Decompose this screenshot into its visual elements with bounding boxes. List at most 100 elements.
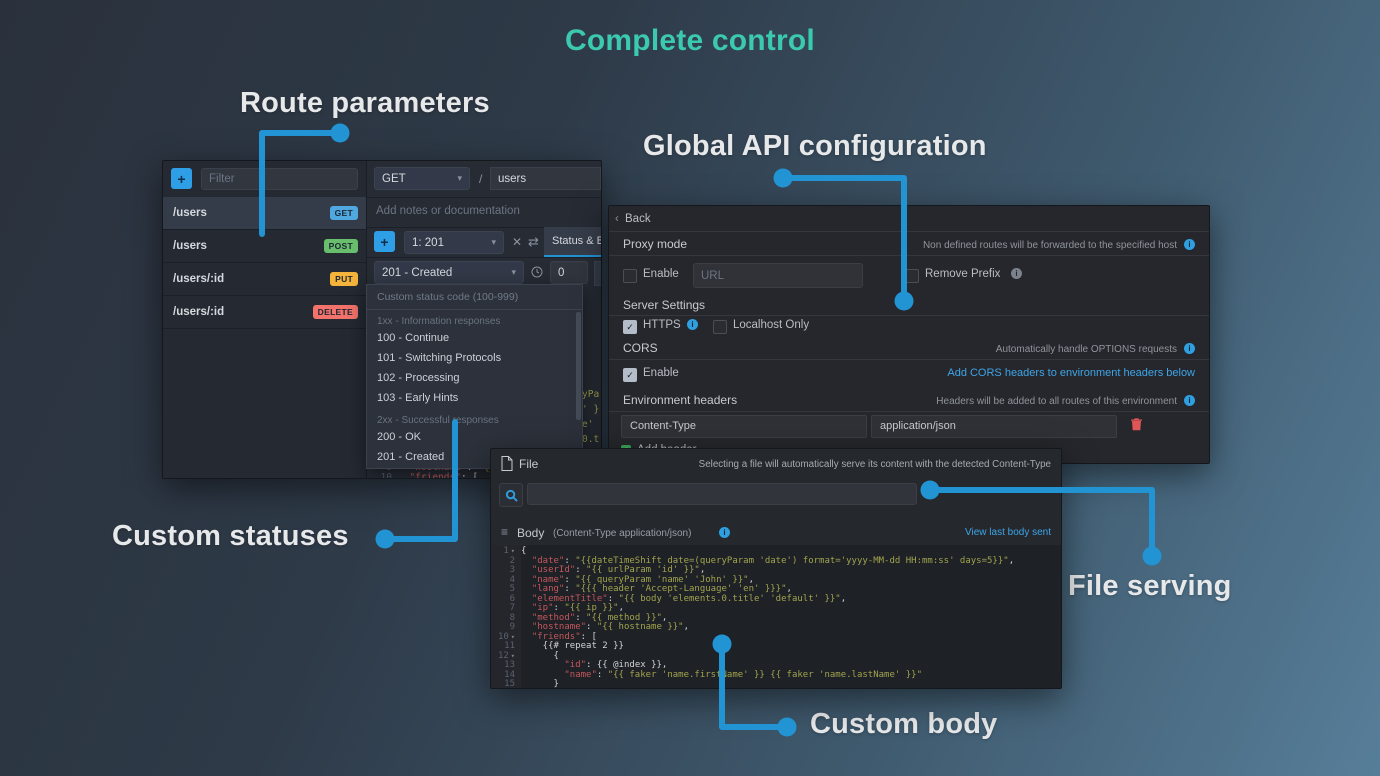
proxy-url-input[interactable] — [693, 263, 863, 288]
status-option[interactable]: 200 - OK — [377, 431, 422, 443]
connector-dot — [1142, 546, 1162, 566]
file-icon — [501, 456, 513, 474]
add-response-button[interactable]: + — [374, 231, 395, 252]
https-checkbox[interactable]: ✓ — [623, 320, 637, 334]
custom-status-option[interactable]: Custom status code (100-999) — [367, 285, 582, 310]
endpoint-toolbar: GET ▾ / — [366, 161, 601, 198]
notes-field[interactable]: Add notes or documentation — [366, 197, 601, 228]
remove-prefix-checkbox[interactable] — [905, 269, 919, 283]
route-path: /users/:id — [173, 273, 225, 285]
localhost-only-checkbox[interactable] — [713, 320, 727, 334]
method-select[interactable]: GET ▾ — [374, 167, 470, 190]
status-option[interactable]: 101 - Switching Protocols — [377, 352, 502, 364]
connector-dot — [773, 168, 793, 188]
routes-sidebar: + /users GET /users POST /users/:id PUT … — [163, 161, 367, 478]
delete-header-icon[interactable] — [1131, 418, 1142, 434]
callout-global-api-configuration: Global API configuration — [643, 130, 987, 162]
search-icon — [505, 489, 518, 502]
status-option[interactable]: 103 - Early Hints — [377, 392, 459, 404]
code-fragment: yPa — [582, 389, 600, 400]
checkbox-label: HTTPS — [643, 319, 681, 331]
settings-window: ‹ Back Proxy mode Non defined routes wil… — [608, 205, 1210, 464]
method-badge: PUT — [330, 272, 358, 286]
header-key-input[interactable]: Content-Type — [621, 415, 867, 438]
delete-response-icon[interactable]: ✕ — [512, 235, 523, 249]
section-title: CORS — [623, 341, 658, 355]
back-row: ‹ Back — [609, 206, 1209, 232]
file-hint: Selecting a file will automatically serv… — [698, 459, 1051, 470]
callout-custom-body: Custom body — [810, 708, 998, 740]
status-option[interactable]: 100 - Continue — [377, 332, 450, 344]
route-path: /users/:id — [173, 306, 225, 318]
connector-dot — [330, 123, 350, 143]
routes-toolbar: + — [163, 161, 366, 198]
file-body-window: File Selecting a file will automatically… — [490, 448, 1062, 689]
method-badge: POST — [323, 239, 358, 253]
file-label: File — [519, 457, 539, 471]
route-row[interactable]: /users GET — [163, 197, 366, 230]
status-option[interactable]: 102 - Processing — [377, 372, 460, 384]
file-path-input[interactable] — [527, 483, 917, 505]
info-icon: i — [1184, 395, 1195, 406]
proxy-controls: Enable Remove Prefix i — [609, 256, 1209, 294]
env-headers-section-header: Environment headers Headers will be adde… — [609, 388, 1209, 412]
header-value-input[interactable]: application/json — [871, 415, 1117, 438]
latency-input[interactable] — [550, 261, 588, 284]
view-last-body-link[interactable]: View last body sent — [965, 527, 1051, 538]
cors-section-header: CORS Automatically handle OPTIONS reques… — [609, 336, 1209, 360]
server-controls: ✓ HTTPS i Localhost Only — [609, 316, 1209, 336]
back-button[interactable]: Back — [625, 213, 651, 225]
body-editor[interactable]: 1▾{2 "date": "{{dateTimeShift date=(quer… — [491, 545, 1061, 688]
status-group-label: 1xx - Information responses — [377, 316, 501, 327]
response-select-value: 1: 201 — [412, 236, 444, 249]
menu-icon[interactable]: ≡ — [501, 525, 509, 539]
code-fragment: e' — [582, 419, 594, 430]
section-hint: Automatically handle OPTIONS requests — [995, 344, 1177, 355]
section-title: Server Settings — [623, 298, 706, 312]
route-row[interactable]: /users POST — [163, 230, 366, 263]
randomize-responses-icon[interactable]: ⇄ — [528, 234, 539, 249]
route-filter-input[interactable] — [201, 168, 358, 190]
route-path: /users — [173, 207, 207, 219]
route-row[interactable]: /users/:id DELETE — [163, 296, 366, 329]
method-badge: GET — [329, 206, 358, 220]
proxy-enable-checkbox[interactable] — [623, 269, 637, 283]
response-toolbar: + 1: 201 ▾ ✕ ⇄ Status & Bo — [366, 227, 601, 258]
cors-controls: ✓ Enable Add CORS headers to environment… — [609, 360, 1209, 388]
dropdown-scrollbar[interactable] — [576, 312, 581, 420]
body-label: Body — [517, 526, 545, 540]
editor-gutter — [491, 545, 521, 688]
server-section-header: Server Settings — [609, 294, 1209, 316]
arrow-left-icon: ‹ — [615, 213, 619, 225]
endpoint-input[interactable] — [490, 167, 601, 190]
connector-dot — [375, 529, 395, 549]
route-row[interactable]: /users/:id PUT — [163, 263, 366, 296]
callout-route-parameters: Route parameters — [240, 87, 490, 119]
routes-window: + /users GET /users POST /users/:id PUT … — [162, 160, 602, 479]
tab-status-body[interactable]: Status & Bo — [544, 227, 601, 257]
status-toolbar: 201 - Created ▾ — [366, 257, 601, 287]
body-section-header: ≡ Body (Content-Type application/json) i… — [491, 521, 1061, 545]
section-title: Proxy mode — [623, 237, 688, 251]
checkbox-label: Localhost Only — [733, 319, 810, 331]
cors-enable-checkbox[interactable]: ✓ — [623, 368, 637, 382]
status-group-label: 2xx - Successful responses — [377, 415, 499, 426]
file-section-header: File Selecting a file will automatically… — [491, 449, 1061, 479]
method-select-value: GET — [382, 172, 406, 185]
add-cors-headers-link[interactable]: Add CORS headers to environment headers … — [947, 367, 1195, 379]
path-separator: / — [479, 172, 483, 186]
section-title: Environment headers — [623, 393, 738, 407]
status-code-select[interactable]: 201 - Created ▾ — [374, 261, 524, 284]
callout-custom-statuses: Custom statuses — [112, 520, 349, 552]
header-row: Content-Type application/json — [609, 412, 1209, 442]
method-badge: DELETE — [312, 305, 358, 319]
connector-dot — [777, 717, 797, 737]
add-route-button[interactable]: + — [171, 168, 192, 189]
response-select[interactable]: 1: 201 ▾ — [404, 231, 504, 254]
info-icon: i — [687, 319, 698, 330]
chevron-down-icon: ▾ — [457, 173, 462, 183]
browse-file-button[interactable] — [499, 483, 523, 507]
clipped-control — [594, 261, 601, 286]
checkbox-label: Enable — [643, 268, 679, 280]
